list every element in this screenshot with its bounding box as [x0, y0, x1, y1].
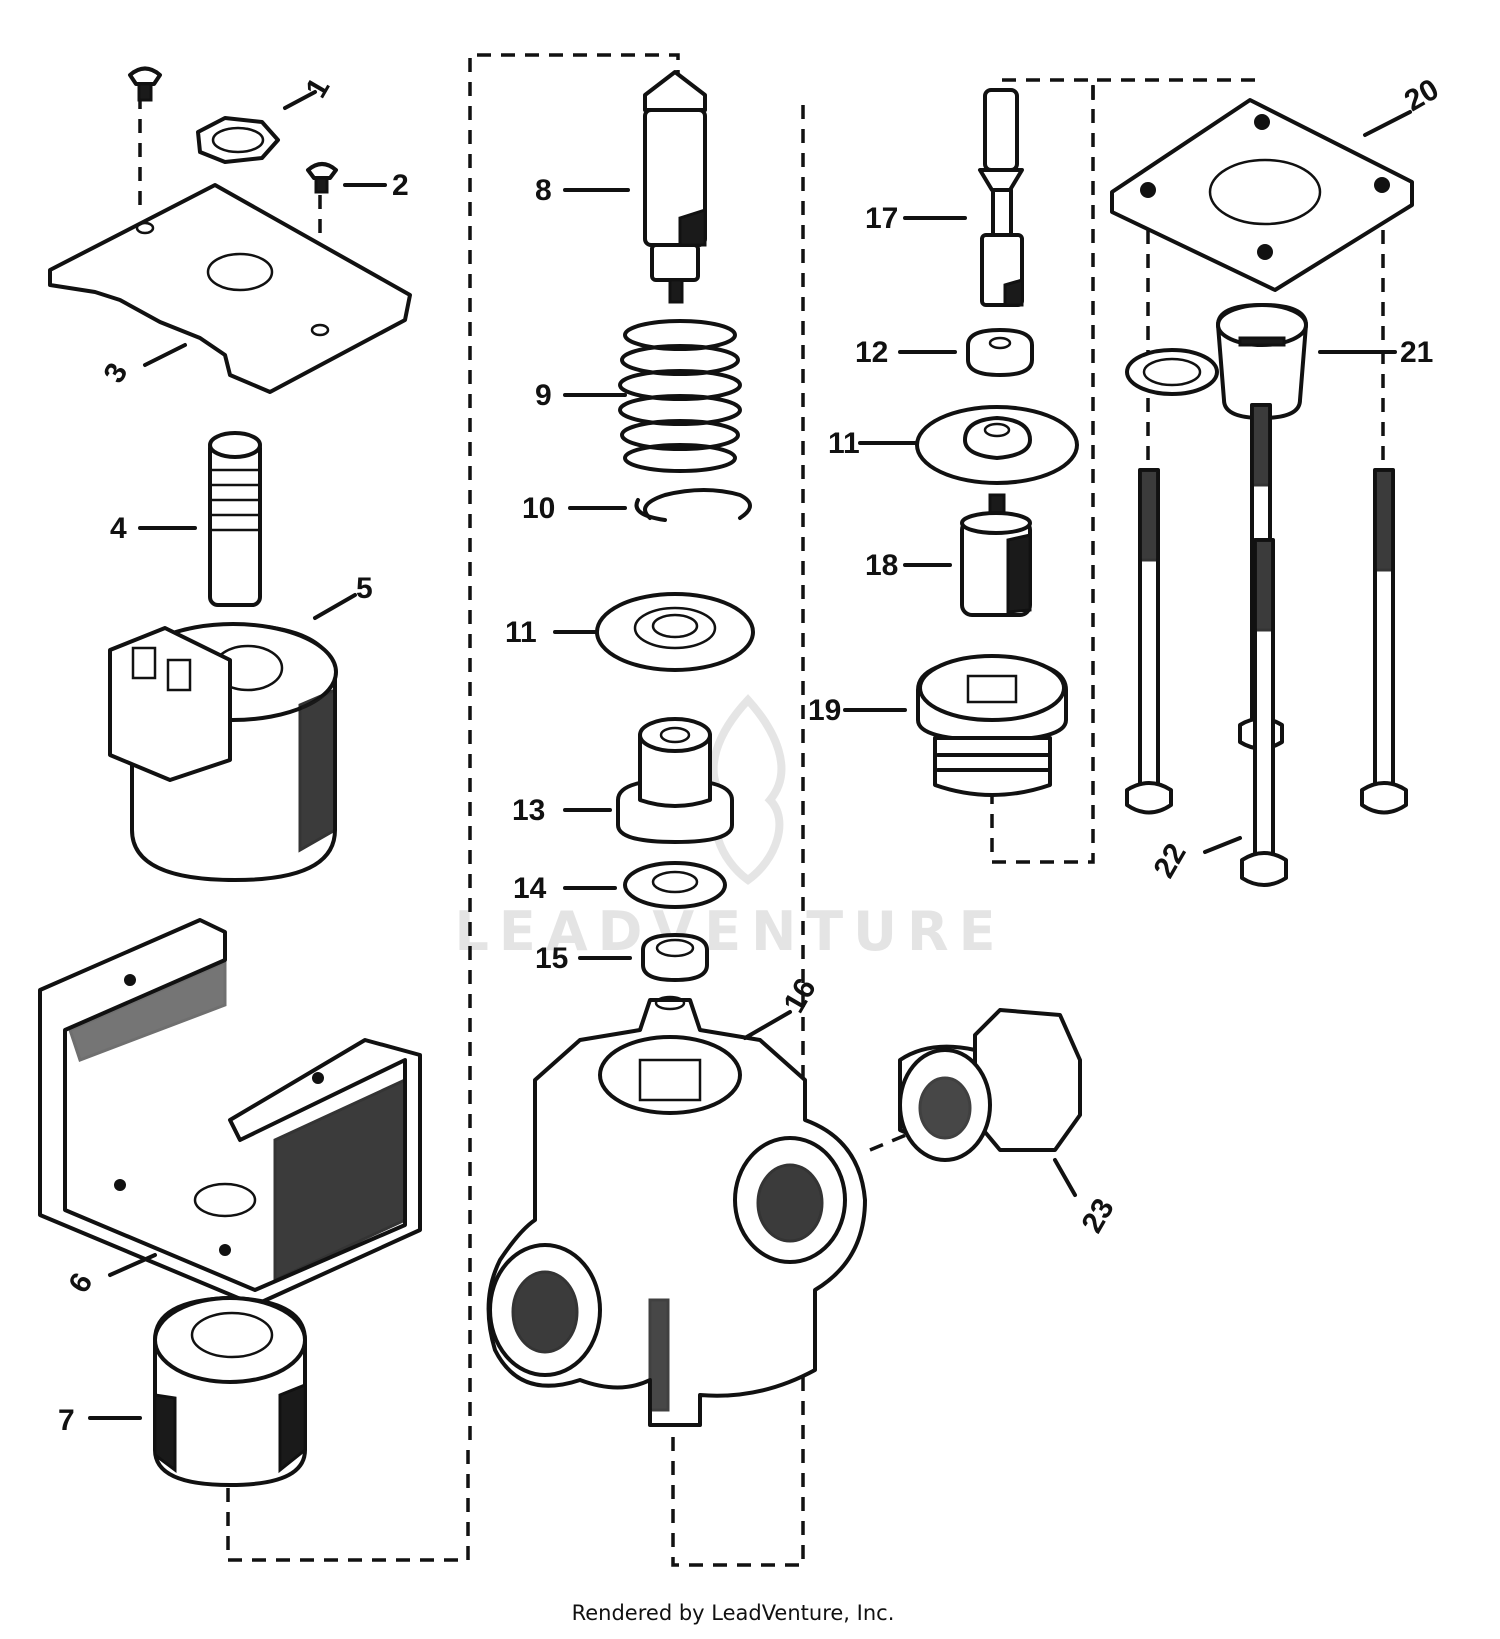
part-7-sleeve	[88, 1296, 307, 1487]
label-10: 10	[522, 492, 555, 525]
label-7: 7	[58, 1404, 75, 1437]
footer-credit: Rendered by LeadVenture, Inc.	[572, 1601, 895, 1625]
label-17: 17	[865, 202, 898, 235]
bolt-4	[1240, 538, 1288, 887]
part-12-washer	[898, 328, 1034, 377]
label-11-center: 11	[505, 616, 537, 649]
part-8-stem	[563, 70, 707, 304]
label-8: 8	[535, 174, 552, 207]
label-20: 20	[1399, 73, 1444, 118]
watermark-text: LEADVENTURE	[455, 900, 1006, 963]
label-22: 22	[1147, 838, 1192, 883]
label-23: 23	[1075, 1193, 1120, 1238]
label-16: 16	[777, 973, 822, 1018]
label-19: 19	[808, 694, 841, 727]
label-5: 5	[356, 572, 373, 605]
watermark: LEADVENTURE	[455, 694, 1006, 963]
part-18-plunger	[903, 493, 1032, 617]
label-21: 21	[1400, 336, 1433, 369]
part-23-fitting	[898, 1008, 1082, 1197]
part-3-plate	[48, 183, 412, 394]
label-15: 15	[535, 942, 568, 975]
part-4-plunger	[138, 431, 262, 607]
part-17-stem	[903, 88, 1024, 307]
part-15-bushing	[578, 933, 709, 982]
label-6: 6	[62, 1268, 99, 1299]
part-11-diaphragm	[553, 592, 755, 672]
part-16-valve-body	[486, 995, 867, 1427]
part-9-spring	[563, 319, 742, 473]
part-13-seat	[563, 717, 734, 844]
label-3: 3	[97, 358, 134, 389]
label-14: 14	[513, 872, 547, 905]
label-13: 13	[512, 794, 545, 827]
bolt-3	[1360, 468, 1408, 815]
part-6-bracket	[38, 918, 422, 1307]
label-18: 18	[865, 549, 898, 582]
label-11-right: 11	[828, 427, 860, 460]
part-11-diaphragm-right	[858, 405, 1079, 485]
label-2: 2	[392, 169, 409, 202]
part-19-cap	[843, 654, 1068, 797]
bolt-1	[1125, 468, 1173, 815]
part-10-ring	[568, 488, 752, 522]
part-21-clamp	[1125, 303, 1397, 420]
label-4: 4	[110, 512, 127, 545]
part-1-nut	[196, 90, 317, 164]
part-2-screw	[306, 162, 387, 194]
part-14-washer	[563, 861, 727, 909]
part-22-bolts	[1125, 403, 1408, 887]
part-screw-left	[128, 66, 162, 102]
part-5-coil	[108, 593, 357, 882]
label-9: 9	[535, 379, 552, 412]
part-20-gasket	[1110, 98, 1414, 292]
label-12: 12	[855, 336, 888, 369]
